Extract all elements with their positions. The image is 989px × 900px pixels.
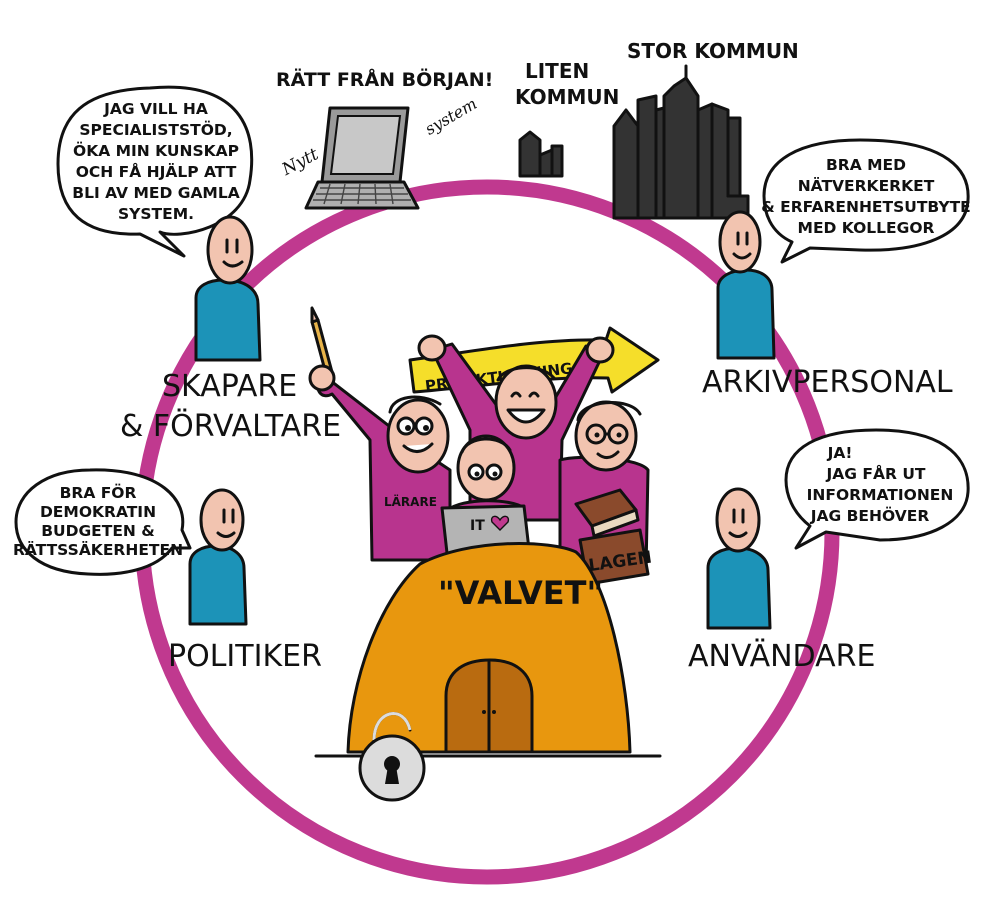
bubble-creators-line-5: BLI AV MED GAMLA xyxy=(72,184,239,202)
padlock-icon xyxy=(358,712,426,802)
bubble-creators-line-6: SYSTEM. xyxy=(118,205,194,223)
person-creator xyxy=(194,215,262,362)
skyline-icon xyxy=(612,64,750,220)
laptop-note-left: Nytt xyxy=(278,144,322,180)
vault-label: "VALVET" xyxy=(438,574,603,612)
bubble-politicians-line-3: BUDGETEN & xyxy=(41,522,155,540)
bubble-users: JA! JAG FÅR UT INFORMATIONEN JAG BEHÖVER xyxy=(784,428,970,550)
bubble-creators-line-2: SPECIALISTSTÖD, xyxy=(79,120,232,139)
person-archivist xyxy=(716,210,776,360)
small-skyline-icon xyxy=(518,130,564,178)
bubble-users-line-4: JAG BEHÖVER xyxy=(810,506,930,525)
bubble-creators-line-1: JAG VILL HA xyxy=(103,100,208,118)
teacher-label: LÄRARE xyxy=(384,494,437,509)
big-city-label: STOR KOMMUN xyxy=(627,39,799,63)
bubble-users-line-2: JAG FÅR UT xyxy=(826,464,926,483)
person-politician xyxy=(188,488,248,626)
laptop-caption: RÄTT FRÅN BÖRJAN! xyxy=(276,67,493,91)
bubble-politicians-line-4: RÄTTSSÄKERHETEN xyxy=(13,540,183,559)
heart-icon xyxy=(490,515,510,531)
bubble-users-line-1: JA! xyxy=(827,444,853,462)
laptop-icon xyxy=(304,106,420,210)
bubble-creators-line-4: OCH FÅ HJÄLP ATT xyxy=(76,162,237,181)
person-user xyxy=(706,487,772,630)
bubble-politicians-line-1: BRA FÖR xyxy=(60,483,137,502)
bubble-users-line-3: INFORMATIONEN xyxy=(807,486,954,504)
it-label: IT xyxy=(470,518,485,534)
person-teacher: LÄRARE xyxy=(308,364,452,562)
laptop-note-right: system xyxy=(422,94,480,139)
bubble-archivists-line-4: MED KOLLEGOR xyxy=(798,219,935,237)
vault-icon: "VALVET" xyxy=(314,542,662,758)
bubble-archivists-line-2: NÄTVERKERKET xyxy=(798,176,935,195)
bubble-archivists-line-3: & ERFARENHETSUTBYTE xyxy=(761,198,971,216)
role-users: ANVÄNDARE xyxy=(688,638,875,674)
bubble-creators: JAG VILL HA SPECIALISTSTÖD, ÖKA MIN KUNS… xyxy=(56,85,254,258)
bubble-politicians-line-2: DEMOKRATIN xyxy=(40,503,156,521)
role-creators-line-2: & FÖRVALTARE xyxy=(120,408,341,444)
bubble-archivists: BRA MED NÄTVERKERKET & ERFARENHETSUTBYTE… xyxy=(761,138,971,264)
bubble-creators-line-3: ÖKA MIN KUNSKAP xyxy=(73,141,239,160)
book-icon xyxy=(574,488,640,538)
small-city-label-2: KOMMUN xyxy=(515,85,619,109)
role-politicians: POLITIKER xyxy=(168,639,322,674)
role-creators-line-1: SKAPARE xyxy=(162,369,297,404)
role-archivists: ARKIVPERSONAL xyxy=(702,365,953,400)
pencil-icon xyxy=(310,306,334,376)
law-sign: LAGEN xyxy=(578,528,653,586)
bubble-politicians: BRA FÖR DEMOKRATIN BUDGETEN & RÄTTSSÄKER… xyxy=(13,468,192,576)
small-city-label-1: LITEN xyxy=(525,59,589,83)
bubble-archivists-line-1: BRA MED xyxy=(826,156,906,174)
